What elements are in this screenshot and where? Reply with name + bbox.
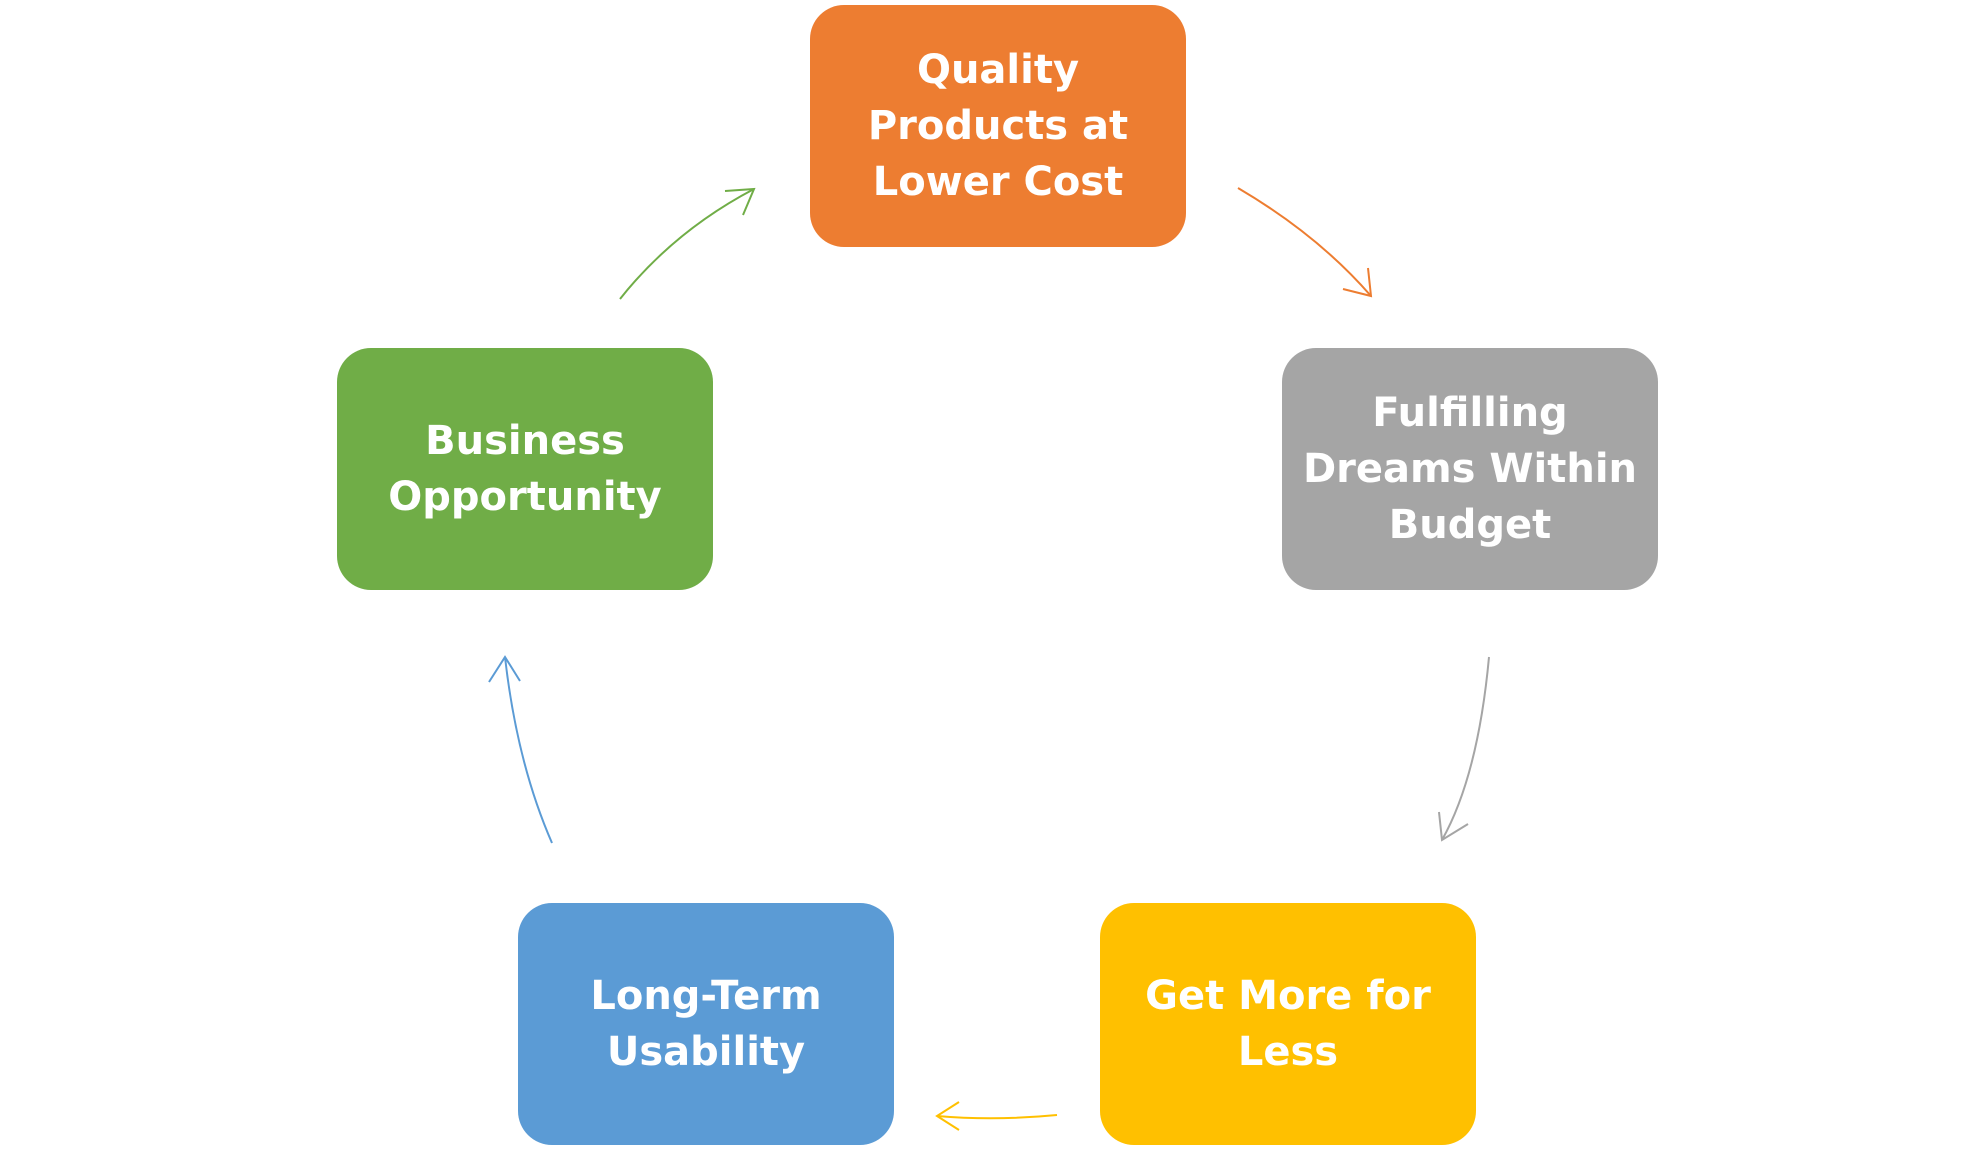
node-label: Fulfilling Dreams Within Budget — [1302, 390, 1638, 548]
node-label: Business Opportunity — [388, 418, 662, 520]
node-business-opportunity: Business Opportunity — [337, 348, 713, 590]
node-get-more: Get More for Less — [1100, 903, 1476, 1145]
arrow-longterm-to-business — [488, 655, 553, 844]
node-fulfilling-dreams: Fulfilling Dreams Within Budget — [1282, 348, 1658, 590]
node-long-term-usability: Long-Term Usability — [518, 903, 894, 1145]
node-label: Long-Term Usability — [590, 973, 822, 1075]
arrow-dreams-to-more — [1438, 656, 1490, 842]
node-label: Get More for Less — [1145, 973, 1431, 1075]
arrow-more-to-longterm — [935, 1101, 1058, 1131]
node-quality-products: Quality Products at Lower Cost — [810, 5, 1186, 247]
arrow-business-to-quality — [619, 187, 756, 300]
node-label: Quality Products at Lower Cost — [867, 47, 1129, 205]
arrow-quality-to-dreams — [1237, 187, 1373, 298]
